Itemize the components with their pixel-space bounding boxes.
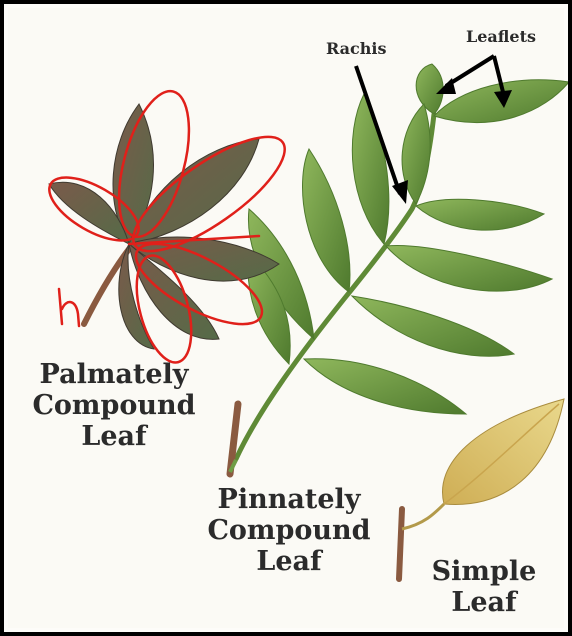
palmately-line-2: Compound bbox=[24, 390, 204, 421]
pinnately-line-3: Leaf bbox=[194, 546, 384, 577]
simple-line-1: Simple bbox=[424, 556, 544, 587]
pinnately-line-2: Compound bbox=[194, 515, 384, 546]
leaflets-label: Leaflets bbox=[466, 28, 536, 46]
simple-line-2: Leaf bbox=[424, 587, 544, 618]
palmately-label: Palmately Compound Leaf bbox=[24, 359, 204, 452]
rachis-label: Rachis bbox=[326, 40, 387, 58]
simple-label: Simple Leaf bbox=[424, 556, 544, 618]
palmately-line-1: Palmately bbox=[24, 359, 204, 390]
pinnate-leaf bbox=[230, 64, 569, 474]
simple-leaf bbox=[399, 399, 564, 579]
pinnately-label: Pinnately Compound Leaf bbox=[194, 484, 384, 577]
palmately-line-3: Leaf bbox=[24, 421, 204, 452]
pinnately-line-1: Pinnately bbox=[194, 484, 384, 515]
